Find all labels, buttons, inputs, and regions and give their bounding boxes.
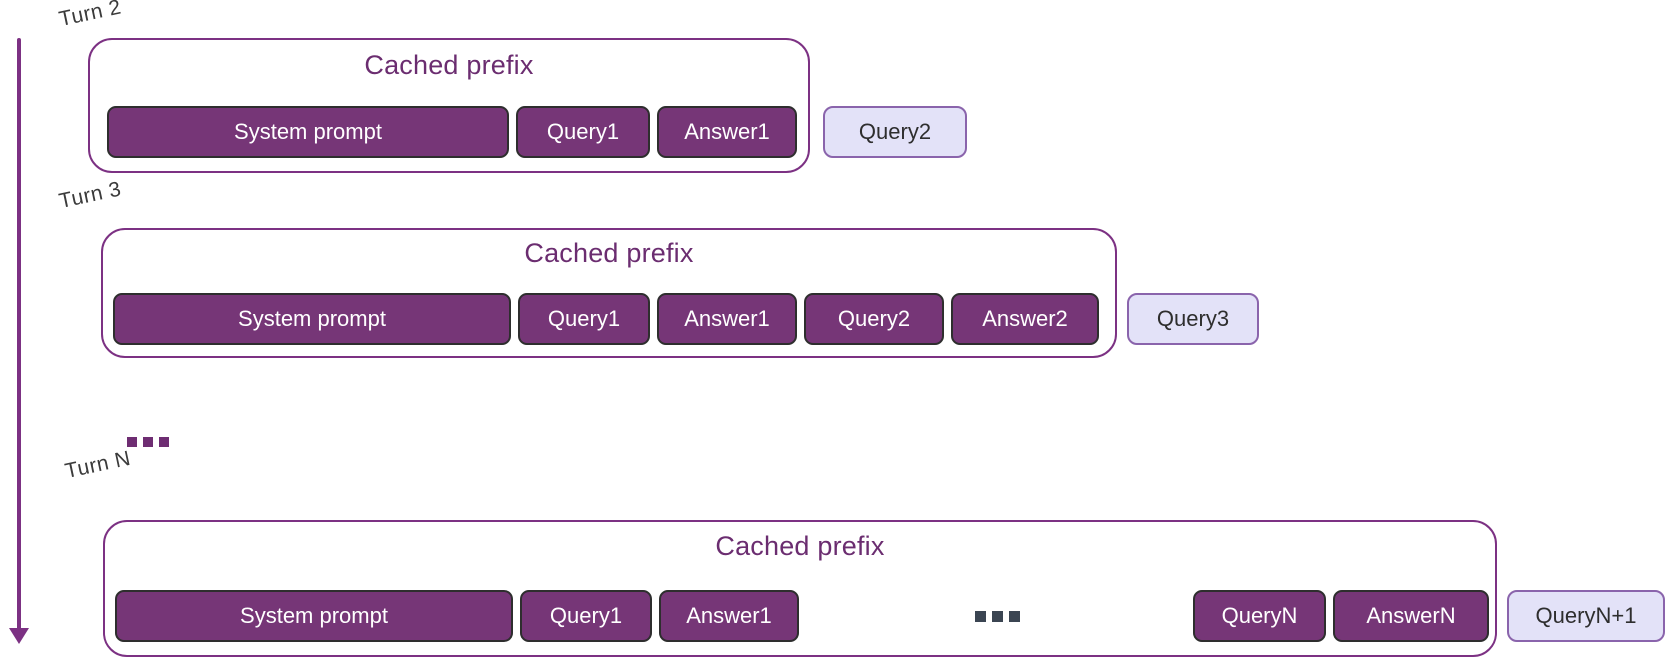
rows-separator-ellipsis-icon: ... [127, 437, 169, 447]
chip-answer1: Answer1 [659, 590, 799, 642]
chip-answerN: AnswerN [1333, 590, 1489, 642]
time-axis-arrowhead-icon [9, 628, 29, 644]
new-query-box-queryN1: QueryN+1 [1507, 590, 1665, 642]
new-query-box-query3: Query3 [1127, 293, 1259, 345]
cached-prefix-title-turn2: Cached prefix [364, 50, 534, 80]
time-axis-arrow-line [17, 38, 21, 630]
chip-answer1: Answer1 [657, 106, 797, 158]
new-query-box-query2: Query2 [823, 106, 967, 158]
chip-system-prompt: System prompt [113, 293, 511, 345]
chip-queryN: QueryN [1193, 590, 1326, 642]
omitted-turns-ellipsis-icon: ... [975, 611, 1020, 622]
chip-query1: Query1 [516, 106, 650, 158]
chip-system-prompt: System prompt [115, 590, 513, 642]
chip-query1: Query1 [518, 293, 650, 345]
cached-prefix-title-turn3: Cached prefix [524, 238, 694, 268]
chip-query2: Query2 [804, 293, 944, 345]
chip-system-prompt: System prompt [107, 106, 509, 158]
turn-n-label: Turn N [63, 446, 133, 484]
chip-answer1: Answer1 [657, 293, 797, 345]
chip-answer2: Answer2 [951, 293, 1099, 345]
cached-prefix-title-turnN: Cached prefix [715, 531, 885, 561]
chip-query1: Query1 [520, 590, 652, 642]
